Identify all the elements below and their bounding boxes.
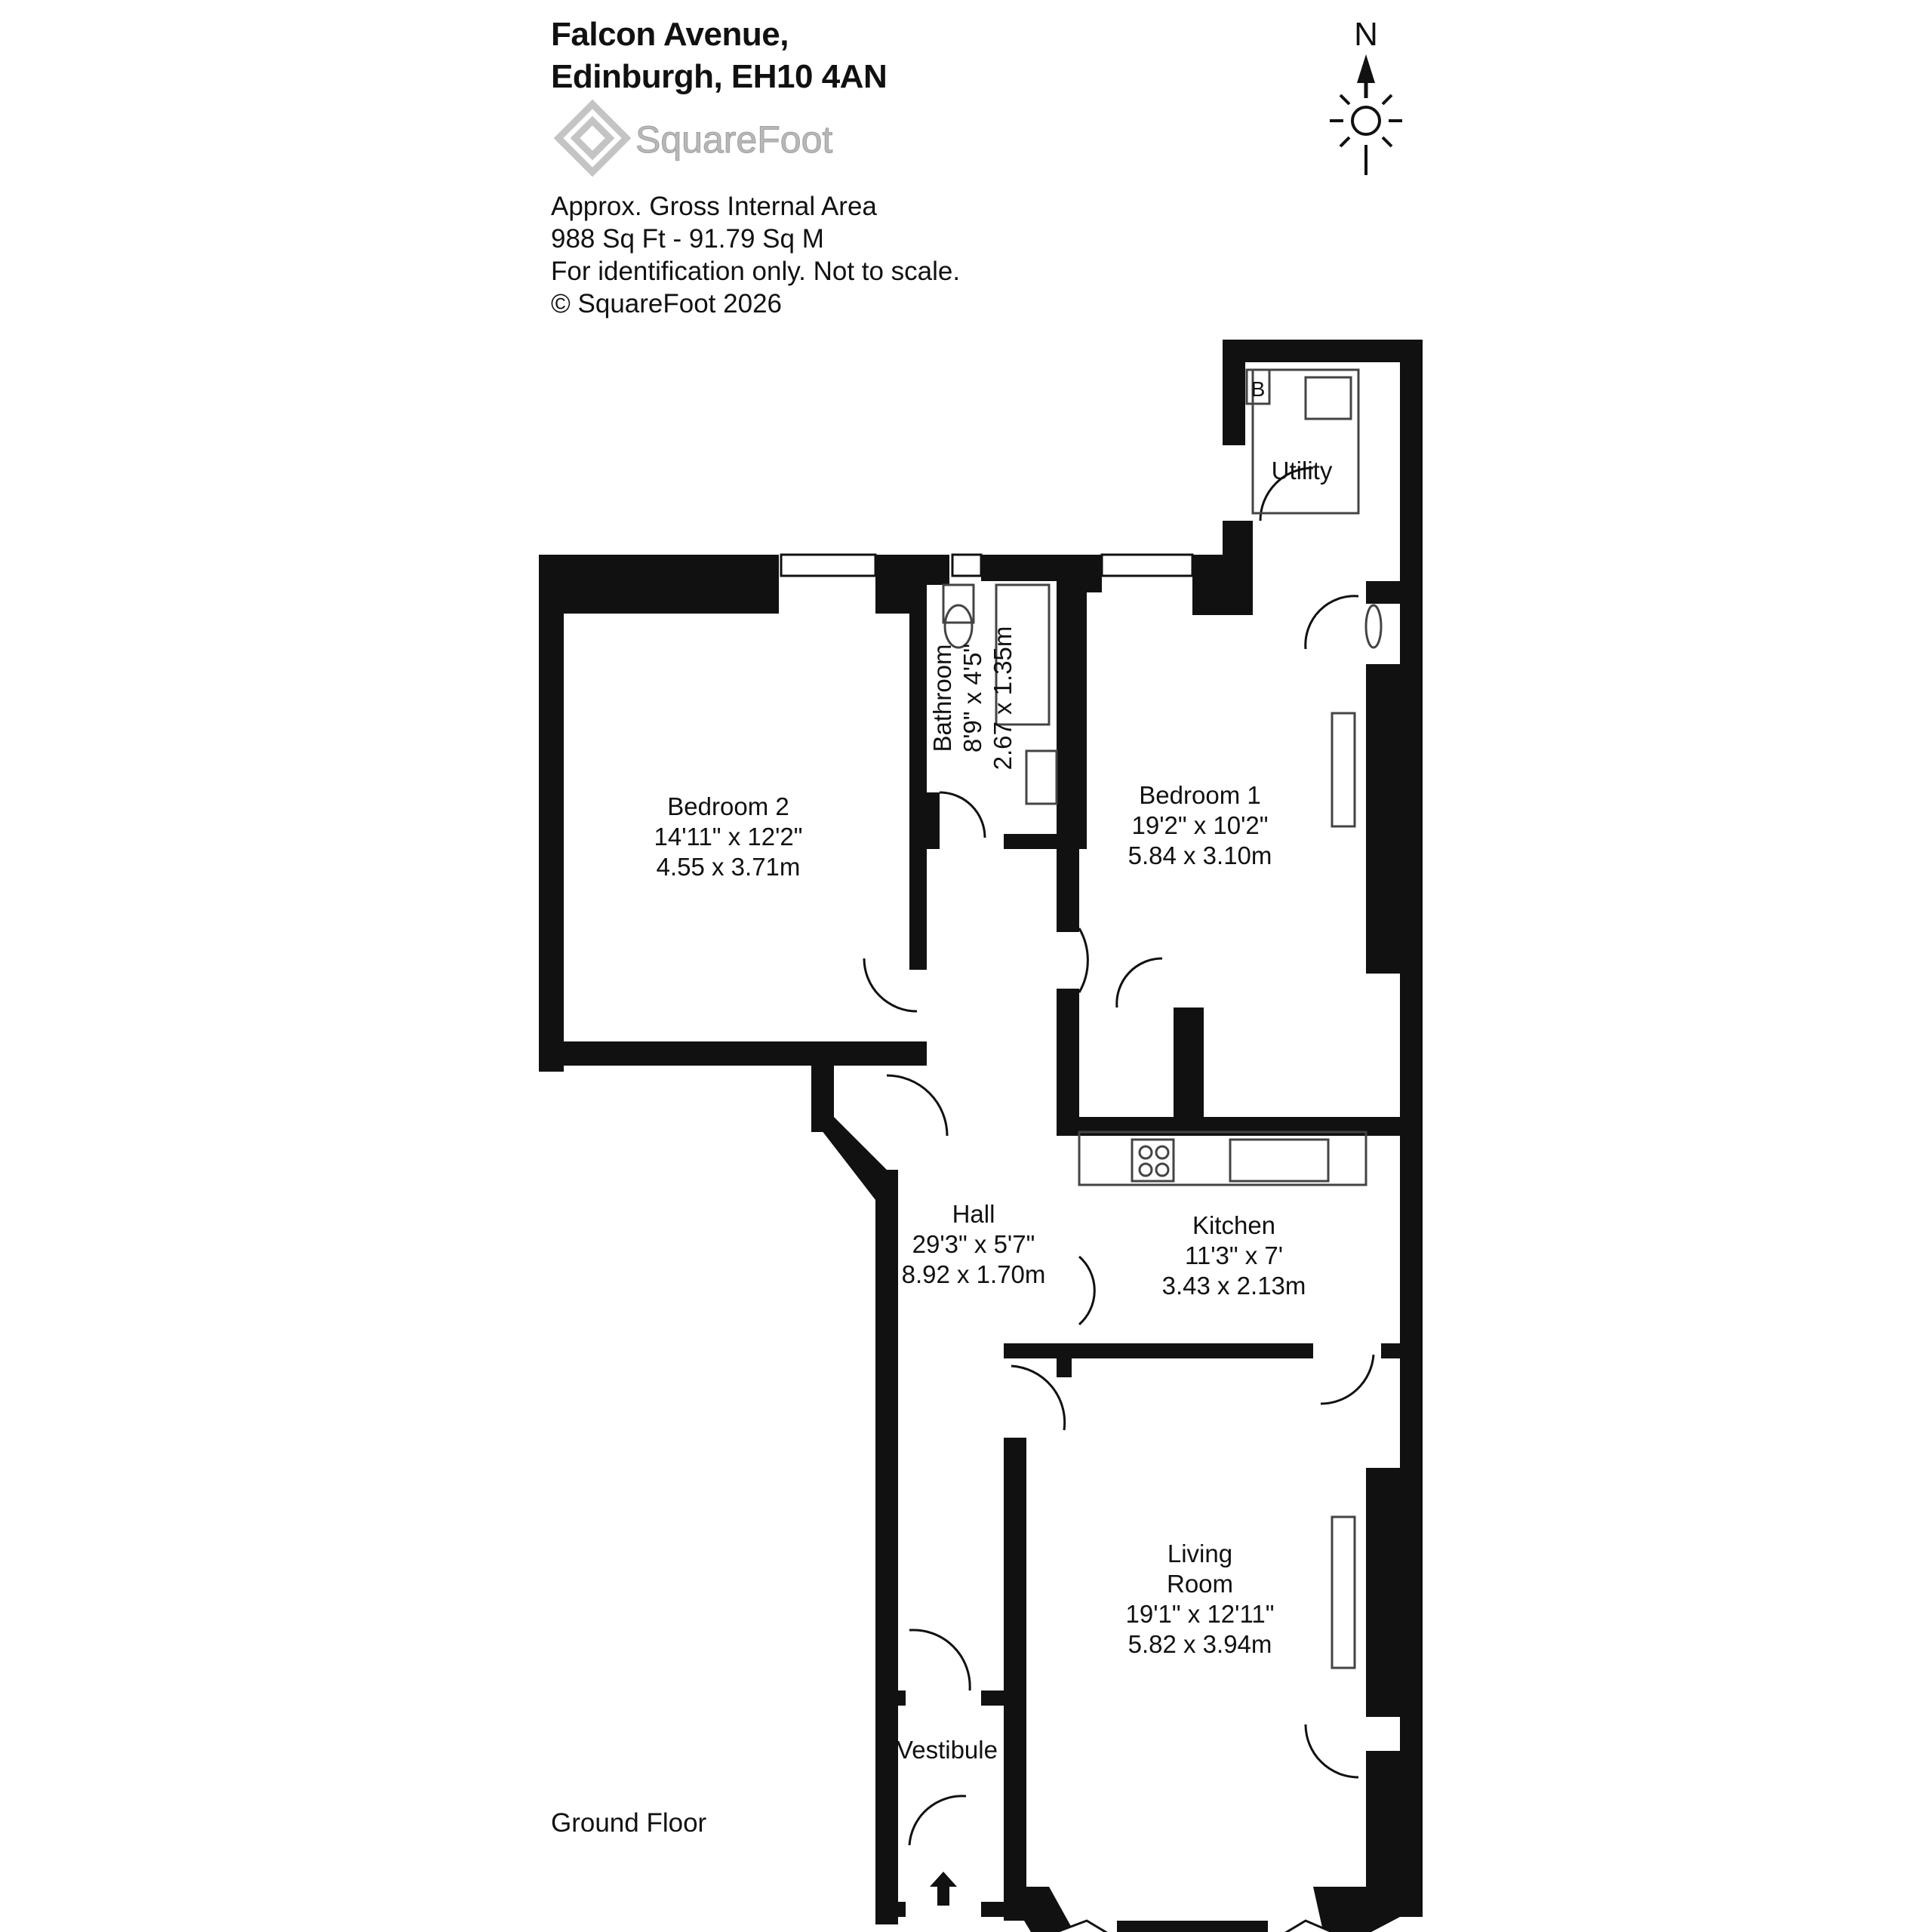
- squarefoot-logo-icon: SquareFoot: [553, 99, 833, 177]
- boiler-icon: [1245, 368, 1271, 405]
- kitchen-metric: 3.43 x 2.13m: [1162, 1272, 1306, 1300]
- hall-metric: 8.92 x 1.70m: [902, 1260, 1046, 1288]
- entrance-arrow-icon: [930, 1872, 957, 1906]
- living-fireplace-icon: [1331, 1515, 1356, 1669]
- vestibule-name: Vestibule: [897, 1736, 998, 1764]
- living-imperial: 19'1" x 12'11": [1126, 1600, 1275, 1628]
- area-info-line-2: 988 Sq Ft - 91.79 Sq M: [551, 224, 824, 254]
- windows: [780, 553, 1335, 1932]
- bathroom-imperial: 8'9" x 4'5": [958, 644, 986, 752]
- bedroom1-metric: 5.84 x 3.10m: [1128, 841, 1272, 869]
- utility-sink-icon: [1304, 376, 1352, 420]
- boiler-label: B: [1251, 377, 1266, 401]
- address-title: Falcon Avenue, Edinburgh, EH10 4AN: [551, 14, 888, 98]
- living-name-line2: Room: [1167, 1570, 1233, 1598]
- hall-name: Hall: [952, 1200, 995, 1228]
- bedroom2-imperial: 14'11" x 12'2": [654, 823, 803, 851]
- bathroom-name: Bathroom: [928, 644, 956, 752]
- hob-icon: [1131, 1138, 1175, 1183]
- door-swings: [863, 466, 1375, 1846]
- utility-name: Utility: [1272, 457, 1333, 485]
- logo-text: SquareFoot: [635, 118, 832, 161]
- walls: [539, 340, 1423, 1932]
- compass-north-label: N: [1354, 16, 1378, 53]
- area-info-line-1: Approx. Gross Internal Area: [551, 192, 877, 221]
- bedroom2-name: Bedroom 2: [667, 792, 789, 820]
- kitchen-imperial: 11'3" x 7': [1185, 1241, 1283, 1269]
- basin-icon: [1025, 749, 1058, 805]
- area-info: Approx. Gross Internal Area 988 Sq Ft - …: [551, 190, 960, 320]
- living-name-line1: Living: [1168, 1540, 1232, 1567]
- hall-imperial: 29'3" x 5'7": [912, 1230, 1035, 1258]
- north-compass-icon: N: [1330, 16, 1402, 175]
- bathroom-metric: 2.67 x 1.35m: [989, 626, 1017, 771]
- kitchen-name: Kitchen: [1192, 1211, 1275, 1239]
- copyright-line: © SquareFoot 2026: [551, 289, 782, 318]
- room-labels: Bedroom 2 14'11" x 12'2" 4.55 x 3.71m Ba…: [654, 377, 1333, 1764]
- fixtures: [942, 368, 1383, 1669]
- floor-label: Ground Floor: [551, 1808, 707, 1838]
- area-info-line-3: For identification only. Not to scale.: [551, 257, 961, 286]
- bath-icon: [995, 583, 1051, 726]
- living-metric: 5.82 x 3.94m: [1128, 1630, 1272, 1658]
- bedroom2-metric: 4.55 x 3.71m: [657, 853, 801, 881]
- address-line-2: Edinburgh, EH10 4AN: [551, 58, 888, 95]
- bedroom1-name: Bedroom 1: [1139, 781, 1260, 809]
- address-line-1: Falcon Avenue,: [551, 16, 789, 53]
- toilet-icon: [942, 583, 975, 624]
- bedroom1-imperial: 19'2" x 10'2": [1132, 811, 1269, 839]
- kitchen-sink-icon: [1229, 1138, 1330, 1183]
- bedroom1-fireplace-icon: [1331, 712, 1356, 828]
